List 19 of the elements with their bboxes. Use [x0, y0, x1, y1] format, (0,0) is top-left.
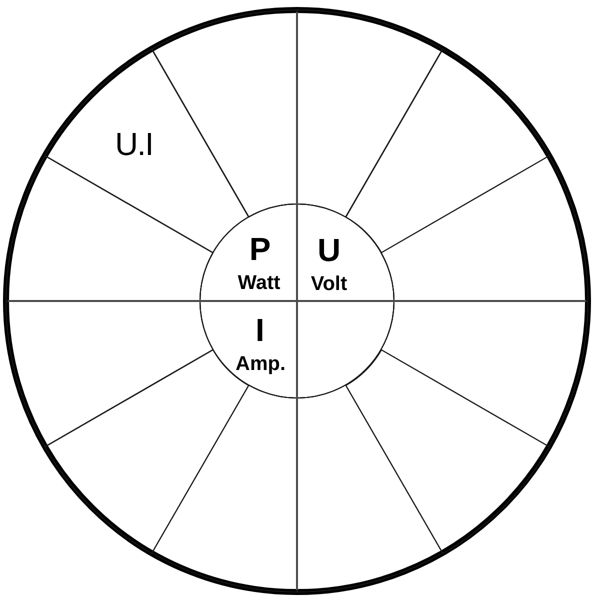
quantity-symbol: P: [249, 233, 271, 265]
unit-label: Amp.: [236, 354, 286, 374]
ring-sector: [5, 154, 214, 302]
formula-label: U.I: [115, 128, 153, 160]
ring-sector: [150, 9, 298, 218]
ring-sector: [5, 300, 214, 448]
ring-sector: [380, 300, 589, 448]
quantity-symbol: I: [256, 314, 264, 346]
ring-sector: [150, 384, 298, 593]
quantity-symbol: U: [317, 234, 341, 266]
ring-sector: [44, 48, 250, 254]
ring-sector: [344, 348, 550, 554]
unit-label: Volt: [310, 274, 348, 294]
ring-sector: [344, 48, 550, 254]
ring-sector: [380, 154, 589, 302]
ring-sector: [296, 9, 444, 218]
unit-label: Watt: [238, 272, 280, 292]
ring-sector: [296, 384, 444, 593]
outer-circle: [3, 7, 591, 595]
